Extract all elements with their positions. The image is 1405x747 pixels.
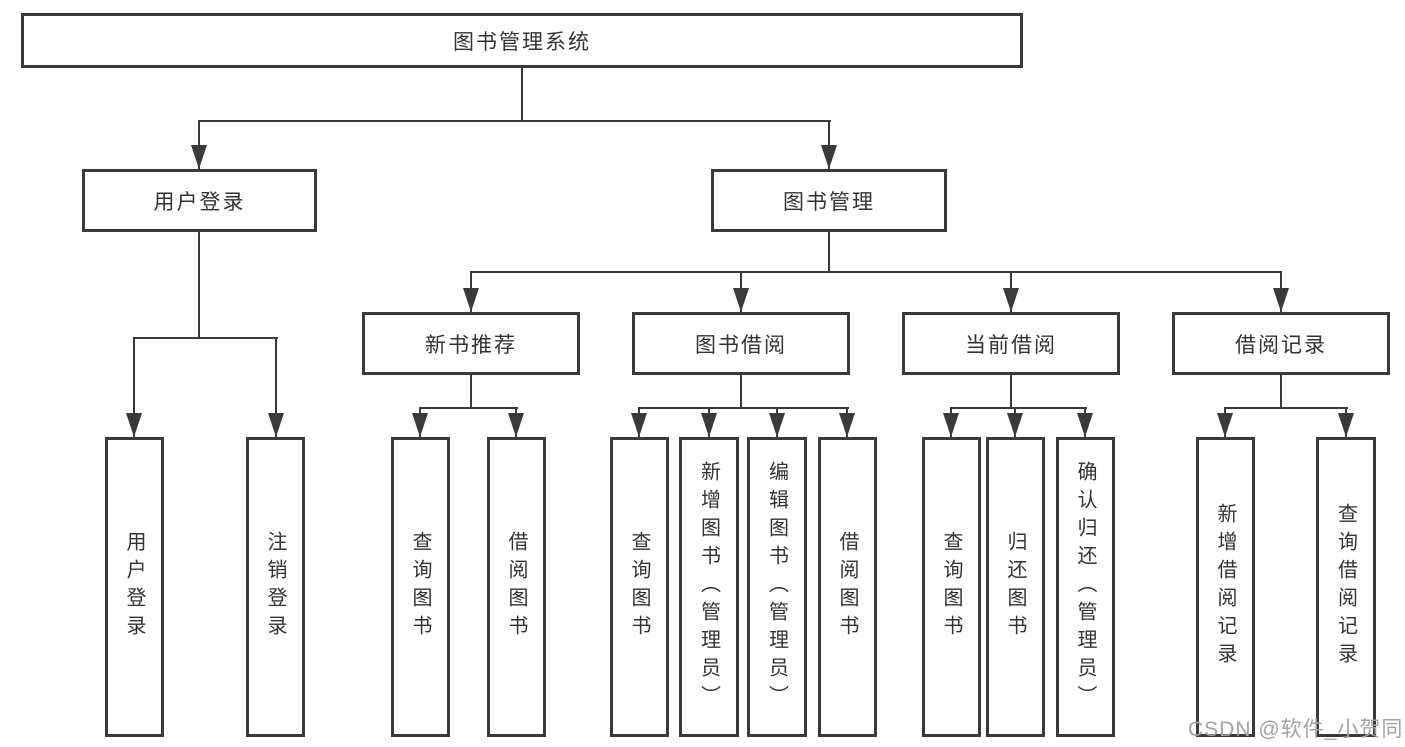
node-root: 图书管理系统 xyxy=(21,13,1023,68)
connector-rail-current-borrowing xyxy=(950,407,1087,409)
arrow-down-icon xyxy=(1077,413,1093,437)
arrow-down-icon xyxy=(1273,288,1289,312)
arrow-down-icon xyxy=(508,413,524,437)
connector-stub-book-management xyxy=(828,232,830,273)
leaf-borrow-books-1: 借阅图书 xyxy=(487,437,546,737)
connector-rail-borrowing-records xyxy=(1224,407,1348,409)
connector-rail-new-book xyxy=(419,407,518,409)
leaf-return-books-label: 归还图书 xyxy=(1004,531,1026,643)
leaf-confirm-return-admin: 确认归还（管理员） xyxy=(1056,437,1115,737)
connector-rail-book-management xyxy=(470,271,1282,273)
arrow-down-icon xyxy=(191,145,207,169)
leaf-query-borrow-record-label: 查询借阅记录 xyxy=(1334,503,1357,671)
arrow-down-icon xyxy=(839,413,855,437)
connector-rail-root xyxy=(198,120,831,122)
leaf-user-login: 用户登录 xyxy=(105,437,164,737)
leaf-return-books: 归还图书 xyxy=(986,437,1045,737)
leaf-add-borrow-record-label: 新增借阅记录 xyxy=(1214,503,1236,671)
arrow-down-icon xyxy=(821,145,837,169)
leaf-logout: 注销登录 xyxy=(246,437,305,737)
arrow-down-icon xyxy=(268,413,284,437)
node-book-management-label: 图书管理 xyxy=(783,190,875,214)
arrow-down-icon xyxy=(1338,413,1354,437)
connector-rail-book-borrowing xyxy=(638,407,849,409)
connector-stub-root xyxy=(521,68,523,122)
csdn-watermark: CSDN @软件_小贺同学 xyxy=(1188,718,1405,741)
leaf-query-books-2: 查询图书 xyxy=(610,437,669,737)
arrow-down-icon xyxy=(1003,288,1019,312)
arrow-down-icon xyxy=(463,288,479,312)
connector-stub-current-borrowing xyxy=(1010,375,1012,409)
connector-stub-borrowing-records xyxy=(1280,375,1282,409)
leaf-confirm-return-admin-label: 确认归还（管理员） xyxy=(1074,461,1096,713)
node-borrowing-records: 借阅记录 xyxy=(1172,312,1390,375)
node-current-borrowing: 当前借阅 xyxy=(902,312,1120,375)
leaf-query-books-3: 查询图书 xyxy=(922,437,981,737)
leaf-query-books-1-label: 查询图书 xyxy=(409,531,431,643)
arrow-down-icon xyxy=(943,413,959,437)
arrow-down-icon xyxy=(1007,413,1023,437)
leaf-borrow-books-2: 借阅图书 xyxy=(818,437,877,737)
leaf-query-books-3-label: 查询图书 xyxy=(940,531,962,643)
connector-stub-user-login xyxy=(198,232,200,339)
leaf-edit-books-admin-label: 编辑图书（管理员） xyxy=(765,461,788,713)
leaf-borrow-books-2-label: 借阅图书 xyxy=(836,531,858,643)
node-new-book-recommend: 新书推荐 xyxy=(362,312,580,375)
node-new-book-recommend-label: 新书推荐 xyxy=(425,333,517,357)
connector-arm xyxy=(133,337,135,437)
connector-rail-user-login xyxy=(133,337,278,339)
arrow-down-icon xyxy=(733,288,749,312)
arrow-down-icon xyxy=(769,413,785,437)
leaf-user-login-label: 用户登录 xyxy=(123,531,145,643)
leaf-borrow-books-1-label: 借阅图书 xyxy=(505,531,527,643)
arrow-down-icon xyxy=(701,413,717,437)
connector-arm xyxy=(275,337,277,437)
node-borrowing-records-label: 借阅记录 xyxy=(1235,333,1327,357)
arrow-down-icon xyxy=(1217,413,1233,437)
node-book-borrowing: 图书借阅 xyxy=(632,312,850,375)
arrow-down-icon xyxy=(412,413,428,437)
node-book-management: 图书管理 xyxy=(711,169,947,232)
connector-stub-book-borrowing xyxy=(740,375,742,409)
node-current-borrowing-label: 当前借阅 xyxy=(965,333,1057,357)
leaf-query-borrow-record: 查询借阅记录 xyxy=(1316,437,1376,737)
leaf-query-books-2-label: 查询图书 xyxy=(628,531,650,643)
leaf-add-borrow-record: 新增借阅记录 xyxy=(1196,437,1255,737)
node-root-label: 图书管理系统 xyxy=(453,30,591,54)
leaf-add-books-admin: 新增图书（管理员） xyxy=(679,437,739,737)
connector-arm xyxy=(198,120,200,169)
leaf-logout-label: 注销登录 xyxy=(264,531,286,643)
leaf-query-books-1: 查询图书 xyxy=(391,437,450,737)
arrow-down-icon xyxy=(631,413,647,437)
node-user-login: 用户登录 xyxy=(82,169,317,232)
connector-arm xyxy=(828,120,830,169)
node-book-borrowing-label: 图书借阅 xyxy=(695,333,787,357)
leaf-edit-books-admin: 编辑图书（管理员） xyxy=(747,437,807,737)
arrow-down-icon xyxy=(126,413,142,437)
node-user-login-label: 用户登录 xyxy=(153,190,246,214)
connector-stub-new-book xyxy=(470,375,472,409)
leaf-add-books-admin-label: 新增图书（管理员） xyxy=(697,461,720,713)
